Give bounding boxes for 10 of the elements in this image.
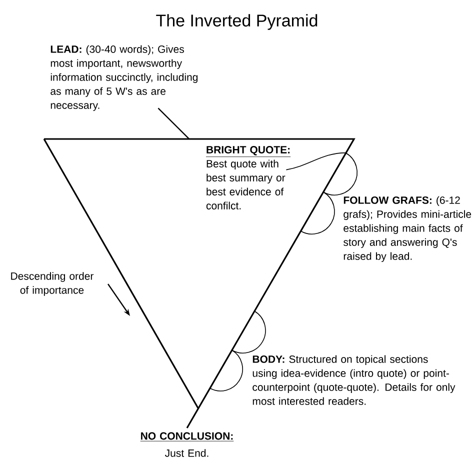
heading-text: BRIGHT QUOTE: Best quote with best summary or best evidence of confilct. [206,146,291,210]
leader-line [158,108,190,140]
section-note: FOLLOW GRAFS: (6-12 grafs); Provides mini-article establishing main facts of story and answering Q's raised by lead. [344,196,472,262]
note-text: Just End. [164,449,208,457]
title: The Inverted Pyramid [156,14,318,30]
section-note: BODY: Structured on topical sections using idea-evidence (intro quote) or point-counterpoint (quote-quote). Details for only most interested readers. [252,355,456,405]
leader-line [286,152,347,170]
note-text: NO CONCLUSION: [140,432,234,442]
note-text: Descending order of importance [11,272,94,296]
callout-text: LEAD: (30-40 words); Gives most important, newsworthy information succinctly, including as many of 5 W's as are necessary. [50,45,198,111]
